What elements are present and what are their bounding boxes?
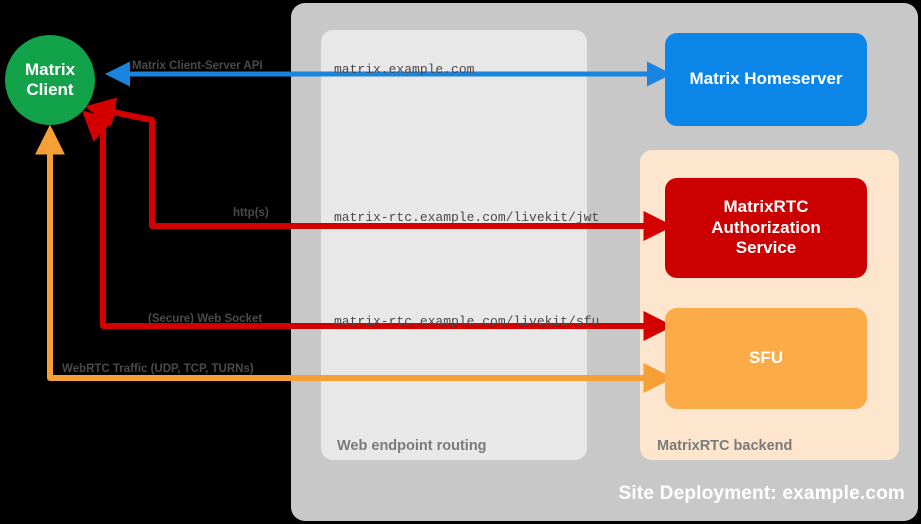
site-deployment-label: Site Deployment: example.com: [618, 483, 905, 504]
sfu-label: SFU: [749, 348, 783, 368]
edge-label-http: http(s): [233, 207, 269, 219]
node-matrix-client[interactable]: Matrix Client: [5, 35, 95, 125]
node-sfu[interactable]: SFU: [665, 308, 867, 409]
node-matrix-homeserver[interactable]: Matrix Homeserver: [665, 33, 867, 126]
endpoint-label-livekit-jwt: matrix-rtc.example.com/livekit/jwt: [334, 210, 600, 225]
edge-label-websocket: (Secure) Web Socket: [148, 313, 263, 325]
edge-label-client-server-api: Matrix Client-Server API: [132, 60, 263, 72]
auth-service-label-line2: Authorization: [711, 217, 821, 237]
auth-service-label-line3: Service: [735, 238, 797, 258]
endpoint-label-matrix: matrix.example.com: [334, 62, 475, 77]
auth-service-label-line1: MatrixRTC: [723, 197, 809, 217]
endpoint-label-livekit-sfu: matrix-rtc.example.com/livekit/sfu: [334, 314, 600, 329]
web-endpoint-routing-panel: [321, 30, 587, 460]
matrix-client-label-line1: Matrix: [24, 59, 76, 79]
matrix-homeserver-label: Matrix Homeserver: [689, 69, 843, 89]
matrixrtc-backend-label: MatrixRTC backend: [657, 438, 793, 454]
node-matrixrtc-authorization-service[interactable]: MatrixRTC Authorization Service: [665, 178, 867, 278]
edge-label-webrtc-traffic: WebRTC Traffic (UDP, TCP, TURNs): [62, 363, 254, 375]
web-endpoint-routing-label: Web endpoint routing: [337, 438, 487, 454]
matrix-client-label-line2: Client: [26, 80, 74, 99]
